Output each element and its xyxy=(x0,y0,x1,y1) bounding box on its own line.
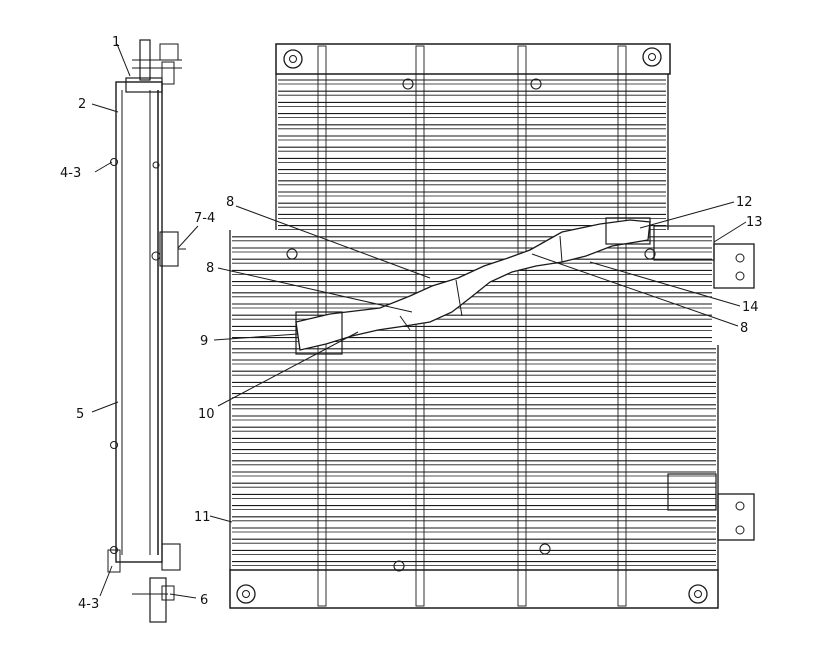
callout-8: 8 xyxy=(206,261,214,276)
core-bolt-icon xyxy=(539,543,551,555)
plate-bolt-icon xyxy=(735,525,745,535)
callout-6: 6 xyxy=(200,593,208,608)
hose-segment xyxy=(605,217,651,245)
upper-mount-plate xyxy=(713,243,755,289)
callout-4-3: 4-3 xyxy=(60,166,81,181)
side-tank-frame xyxy=(115,81,163,563)
top-mount xyxy=(161,61,175,85)
lower-tank xyxy=(229,569,719,609)
lower-fitting xyxy=(667,473,717,511)
callout-2: 2 xyxy=(78,97,86,112)
mid-bolt-icon xyxy=(151,251,161,261)
callout-1: 1 xyxy=(112,35,120,50)
core-post xyxy=(517,45,527,607)
core-bolt-icon xyxy=(286,248,298,260)
callout-12: 12 xyxy=(736,195,753,210)
lower-mount-plate xyxy=(717,493,755,541)
callout-14: 14 xyxy=(742,300,759,315)
core-bolt-icon xyxy=(393,560,405,572)
plate-bolt-icon xyxy=(735,253,745,263)
hose-segment xyxy=(295,311,343,355)
bottom-left-clip xyxy=(107,549,121,573)
plate-bolt-icon xyxy=(735,501,745,511)
core-post xyxy=(617,45,627,607)
callout-7-4: 7-4 xyxy=(194,211,215,226)
mount-boss-icon xyxy=(688,584,708,604)
core-post xyxy=(415,45,425,607)
bottom-bolt-block xyxy=(161,585,175,601)
core-bolt-icon xyxy=(644,248,656,260)
callout-13: 13 xyxy=(746,215,763,230)
bottom-bracket xyxy=(161,543,181,571)
side-bolt-icon xyxy=(152,161,160,169)
callout-labels: 1 2 4-3 7-4 8 8 9 5 10 11 4-3 6 12 13 14… xyxy=(60,35,763,612)
callout-5: 5 xyxy=(76,407,84,422)
upper-fitting xyxy=(653,225,715,261)
core-bolt-icon xyxy=(402,78,414,90)
core-bolt-icon xyxy=(530,78,542,90)
callout-10: 10 xyxy=(198,407,215,422)
mount-boss-icon xyxy=(283,49,303,69)
side-bolt-icon xyxy=(110,441,118,449)
front-view xyxy=(229,43,755,609)
mount-boss-icon xyxy=(236,584,256,604)
side-view xyxy=(107,39,186,623)
side-bolt-icon xyxy=(110,158,118,166)
leader-lines xyxy=(91,43,747,599)
top-flange xyxy=(159,43,179,61)
callout-8: 8 xyxy=(740,321,748,336)
plate-bolt-icon xyxy=(735,271,745,281)
callout-8: 8 xyxy=(226,195,234,210)
callout-9: 9 xyxy=(200,334,208,349)
callout-4-3: 4-3 xyxy=(78,597,99,612)
core-tubes xyxy=(232,79,716,566)
core-posts xyxy=(317,45,627,607)
callout-11: 11 xyxy=(194,510,211,525)
upper-tank xyxy=(275,43,671,75)
mount-boss-icon xyxy=(642,47,662,67)
